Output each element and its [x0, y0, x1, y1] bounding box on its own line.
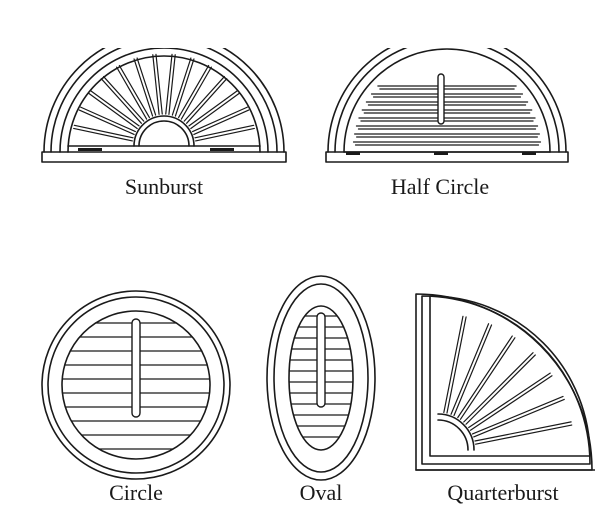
hub-arc: [133, 115, 195, 147]
arch-frame-line: [43, 48, 285, 153]
quarter-frame-line: [429, 295, 591, 457]
quarterburst-ray: [463, 352, 534, 423]
sunburst-ray: [73, 127, 133, 142]
arch-frame-line: [50, 48, 278, 153]
sunburst-ray: [103, 75, 145, 122]
quarterburst-shutter-icon: [415, 293, 595, 471]
sunburst-ray: [118, 64, 150, 119]
sunburst-ray: [89, 90, 140, 127]
hub-arc-inner: [138, 120, 190, 147]
sunburst-ray: [116, 66, 148, 120]
circle-shutter-icon: [41, 290, 231, 480]
arch-frame-line: [327, 48, 567, 153]
arch-frame-line: [343, 48, 551, 153]
sunburst-ray: [193, 109, 250, 136]
caption-circle: Circle: [109, 480, 163, 505]
hinge-mid: [434, 152, 448, 155]
quarterburst-ray: [468, 372, 551, 429]
caption-sunburst: Sunburst: [124, 174, 204, 199]
quarterburst-ray: [474, 421, 572, 442]
sunburst-ray: [80, 106, 137, 133]
quarterburst-ray: [443, 315, 464, 414]
oval-shutter-icon: [266, 275, 376, 481]
sunburst-ray: [188, 90, 239, 127]
quarterburst-ray: [446, 316, 467, 414]
circle-frame-line: [61, 310, 211, 460]
tilt-rod: [131, 318, 141, 418]
arch-frame-line: [334, 48, 560, 153]
caption-quarterburst: Quarterburst: [447, 480, 559, 505]
caption-oval: Oval: [299, 480, 343, 505]
sunburst-ray: [155, 53, 163, 115]
quarterburst-ray: [469, 375, 553, 431]
half-circle-shutter-icon: [325, 48, 569, 163]
hinge-right: [210, 148, 234, 151]
sunburst-ray: [178, 64, 210, 119]
arch-frame-line: [59, 48, 269, 153]
oval-frame-line: [273, 283, 369, 473]
quarterburst-ray: [453, 324, 493, 417]
hub-arc: [437, 413, 475, 451]
sunburst-ray: [174, 58, 195, 117]
caption-half-circle: Half Circle: [390, 174, 490, 199]
sunburst-ray: [180, 66, 212, 120]
quarterburst-ray: [465, 354, 536, 425]
quarterburst-ray: [450, 323, 490, 415]
quarterburst-ray: [473, 398, 565, 438]
sunburst-ray: [186, 78, 228, 124]
arch-frame-line: [67, 55, 261, 153]
hinge-left: [346, 152, 360, 155]
sunburst-ray: [100, 78, 142, 124]
sunburst-ray: [171, 57, 192, 116]
sunburst-ray: [88, 92, 138, 130]
sunburst-ray: [168, 54, 176, 115]
sunburst-ray: [136, 57, 157, 116]
quarterburst-ray: [459, 337, 516, 420]
quarterburst-ray: [457, 335, 513, 419]
tilt-rod: [316, 312, 326, 408]
sunburst-ray: [183, 75, 225, 122]
oval-frame-line: [288, 305, 354, 451]
hinge-right: [522, 152, 536, 155]
circle-frame-line: [47, 296, 225, 474]
quarter-frame-line: [421, 295, 591, 465]
sunburst-ray: [165, 53, 173, 115]
sunburst-ray: [133, 58, 154, 117]
sunburst-shutter-icon: [41, 48, 287, 163]
hinge-left: [78, 148, 102, 151]
circle-frame-line: [41, 290, 231, 480]
sunburst-ray: [194, 124, 255, 139]
quarterburst-ray: [471, 395, 564, 435]
oval-frame-line: [266, 275, 376, 481]
sunburst-ray: [195, 127, 255, 142]
hub-arc-inner: [437, 419, 469, 451]
sunburst-ray: [152, 54, 160, 115]
tilt-rod: [437, 73, 445, 125]
sill: [41, 151, 287, 163]
sunburst-ray: [73, 124, 134, 139]
sunburst-ray: [191, 106, 248, 133]
sunburst-ray: [190, 92, 240, 130]
sunburst-ray: [78, 109, 135, 136]
quarterburst-ray: [474, 424, 573, 445]
